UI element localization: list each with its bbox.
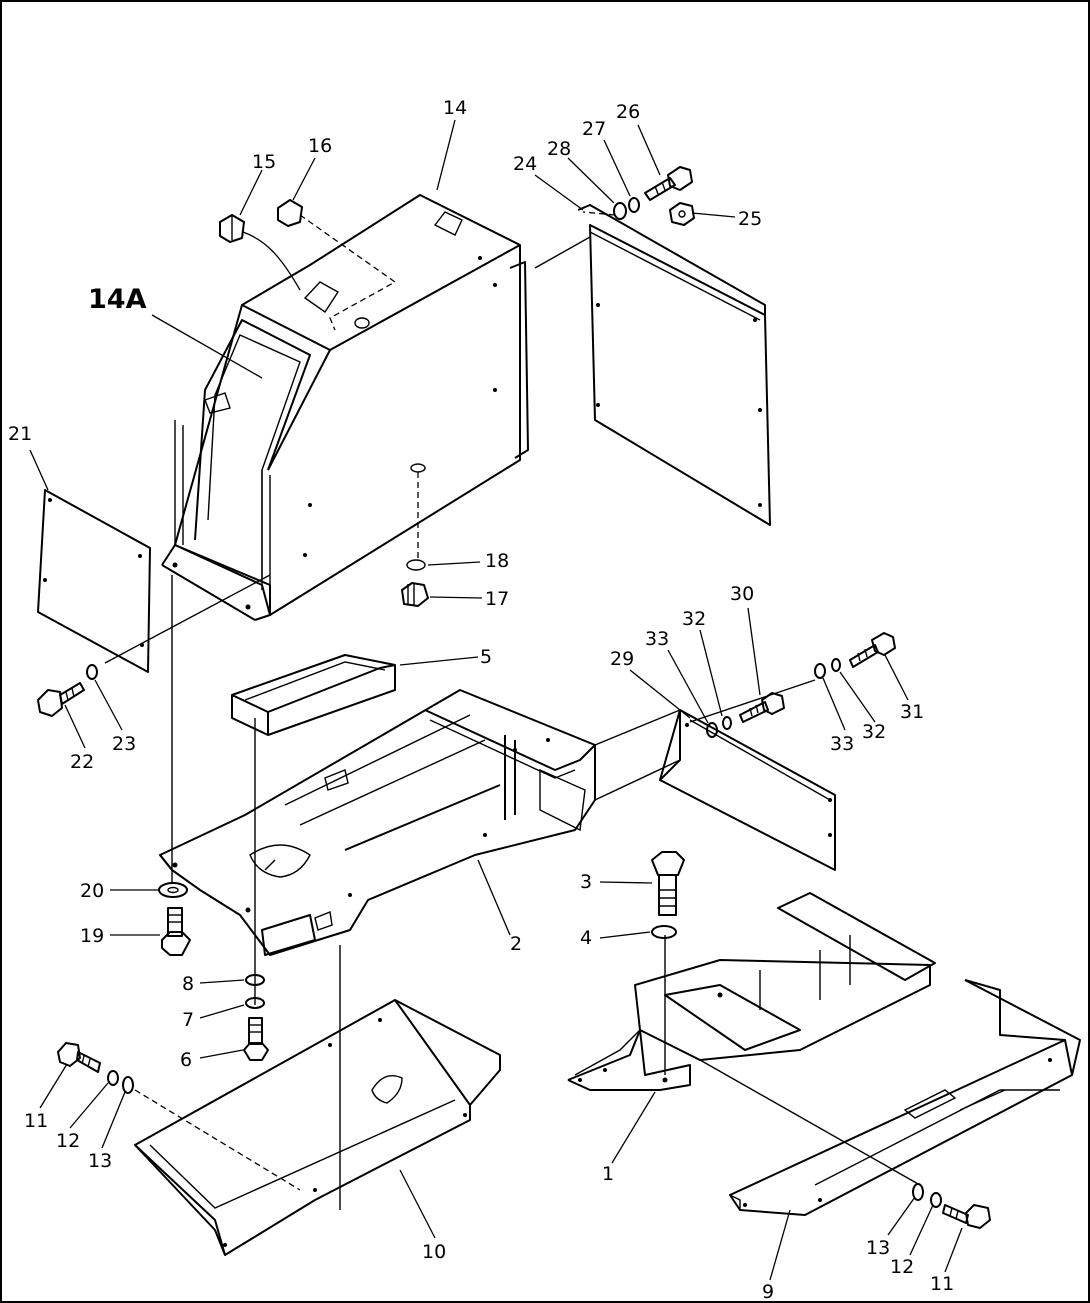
bolt-11-right <box>942 1204 991 1229</box>
leader-lines <box>29 119 963 1281</box>
dash-26 <box>582 211 616 216</box>
callout-30: 30 <box>730 583 754 605</box>
callout-12-right: 12 <box>890 1256 914 1278</box>
callout-33-right: 33 <box>830 733 854 755</box>
bolt-26 <box>644 166 693 201</box>
washer-32-left <box>722 716 732 730</box>
callout-31: 31 <box>900 701 924 723</box>
callout-1: 1 <box>602 1163 614 1185</box>
callout-23: 23 <box>112 733 136 755</box>
washer-4 <box>651 925 677 939</box>
washer-33-right <box>814 663 826 679</box>
part-2-main-frame <box>159 689 681 956</box>
dash-11-left <box>134 1089 301 1191</box>
callout-3: 3 <box>580 871 592 893</box>
callout-25: 25 <box>738 208 762 230</box>
part-14-cover <box>161 194 529 621</box>
callout-8: 8 <box>182 973 194 995</box>
washer-27 <box>628 197 640 213</box>
washer-12-right <box>930 1192 942 1208</box>
callout-11-right: 11 <box>930 1273 954 1295</box>
callout-6: 6 <box>180 1049 192 1071</box>
callout-15: 15 <box>252 151 276 173</box>
callout-11-left: 11 <box>24 1110 48 1132</box>
callout-13-left: 13 <box>88 1150 112 1172</box>
callout-22: 22 <box>70 751 94 773</box>
nut-25 <box>669 202 695 226</box>
callout-5: 5 <box>480 646 492 668</box>
part-5-tray <box>231 654 396 1005</box>
callout-26: 26 <box>616 101 640 123</box>
washer-32-right <box>831 658 841 672</box>
part-1-right-frame <box>567 892 936 1186</box>
part-21-small-plate <box>37 489 271 673</box>
washer-13-left <box>122 1076 134 1094</box>
callout-14: 14 <box>443 97 467 119</box>
callout-12-left: 12 <box>56 1130 80 1152</box>
washer-12-left <box>107 1070 119 1086</box>
bolt-3 <box>651 851 685 916</box>
dash-16 <box>299 214 397 331</box>
plug-16 <box>277 199 303 227</box>
drain-hole <box>410 463 426 473</box>
callout-10: 10 <box>422 1241 446 1263</box>
part-29-bracket <box>659 679 836 871</box>
o-ring-18 <box>406 559 426 571</box>
callout-13-right: 13 <box>866 1237 890 1259</box>
bolt-19 <box>161 907 191 956</box>
callout-20: 20 <box>80 880 104 902</box>
callout-17: 17 <box>485 588 509 610</box>
callout-16: 16 <box>308 135 332 157</box>
part-9-right-tray <box>729 979 1081 1216</box>
callout-18: 18 <box>485 550 509 572</box>
callout-2: 2 <box>510 933 522 955</box>
bolt-31 <box>849 632 896 668</box>
callout-32-right: 32 <box>862 721 886 743</box>
callout-28: 28 <box>547 138 571 160</box>
part-24-side-panel <box>534 204 771 526</box>
washer-28 <box>613 202 627 220</box>
callout-4: 4 <box>580 927 592 949</box>
bolt-11-left <box>57 1042 101 1073</box>
callout-9: 9 <box>762 1281 774 1303</box>
callout-labels: 14 14A 15 16 24 28 27 26 25 21 18 17 5 2… <box>8 97 954 1303</box>
washer-13-right <box>912 1183 924 1201</box>
callout-33-left: 33 <box>645 628 669 650</box>
plug-15 <box>219 214 245 243</box>
callout-14a: 14A <box>88 284 147 315</box>
washer-23 <box>86 664 98 680</box>
washer-20 <box>158 882 188 898</box>
washer-33-left <box>706 722 718 738</box>
callout-19: 19 <box>80 925 104 947</box>
line-15 <box>242 231 301 291</box>
washer-7 <box>245 997 265 1009</box>
callout-21: 21 <box>8 423 32 445</box>
callout-27: 27 <box>582 118 606 140</box>
callout-7: 7 <box>182 1009 194 1031</box>
callout-24: 24 <box>513 153 537 175</box>
fastener-set <box>37 166 991 1229</box>
callout-32-left: 32 <box>682 608 706 630</box>
callout-29: 29 <box>610 648 634 670</box>
bolt-22 <box>37 682 85 717</box>
part-10-bottom-tray <box>134 945 501 1256</box>
drain-plug-17 <box>401 582 429 607</box>
bolt-30 <box>739 692 785 723</box>
washer-8 <box>245 974 265 986</box>
bolt-6 <box>243 1017 269 1061</box>
